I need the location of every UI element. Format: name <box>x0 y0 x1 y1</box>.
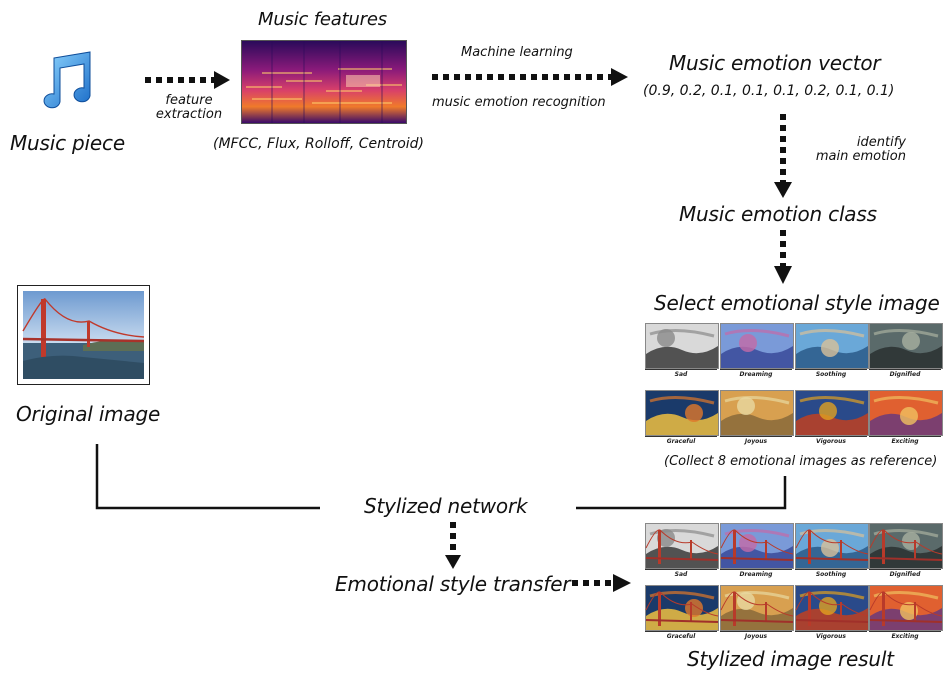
style-caption-sad: Sad <box>674 371 688 378</box>
style-thumb-exciting <box>869 390 943 436</box>
arrowhead-identify <box>774 182 792 198</box>
arrowhead-transfer <box>613 574 631 592</box>
identify-line1: identify <box>856 135 906 150</box>
style-caption-vigorous: Vigorous <box>816 438 846 445</box>
result-thumb-soothing <box>795 523 869 569</box>
result-caption-joyous: Joyous <box>744 633 768 640</box>
result-caption-sad: Sad <box>674 571 688 578</box>
music-emotion-recognition-label: music emotion recognition <box>432 95 606 110</box>
arrowhead-feature <box>214 71 230 89</box>
result-caption-exciting: Exciting <box>891 633 919 640</box>
style-thumb-soothing <box>795 323 869 369</box>
style-caption-soothing: Soothing <box>815 371 847 378</box>
result-caption-graceful: Graceful <box>666 633 696 640</box>
original-image-frame <box>17 285 150 385</box>
collect-note-label: (Collect 8 emotional images as reference… <box>664 454 938 469</box>
thumb-underline <box>645 436 717 437</box>
style-thumb-dreaming <box>720 323 794 369</box>
connector-style <box>576 476 787 510</box>
golden-gate-photo <box>22 291 145 379</box>
thumb-underline <box>795 369 867 370</box>
style-caption-exciting: Exciting <box>891 438 919 445</box>
result-thumb-exciting <box>869 585 943 631</box>
thumb-underline <box>869 569 941 570</box>
music-emotion-class-label: Music emotion class <box>679 202 877 226</box>
stylized-network-label: Stylized network <box>364 494 528 518</box>
result-thumb-vigorous <box>795 585 869 631</box>
style-caption-dreaming: Dreaming <box>739 371 773 378</box>
result-caption-dignified: Dignified <box>889 571 921 578</box>
connector-original <box>95 444 320 510</box>
thumb-underline <box>645 631 717 632</box>
style-caption-dignified: Dignified <box>889 371 921 378</box>
feature-extraction-line1: feature <box>165 93 213 108</box>
identify-main-emotion-label: identify main emotion <box>806 135 906 165</box>
music-piece-label: Music piece <box>10 131 125 155</box>
thumb-underline <box>645 369 717 370</box>
thumb-underline <box>795 631 867 632</box>
thumb-underline <box>720 631 792 632</box>
result-thumb-joyous <box>720 585 794 631</box>
arrowhead-ml <box>611 68 628 86</box>
music-emotion-vector-label: Music emotion vector <box>669 51 881 75</box>
result-thumb-dreaming <box>720 523 794 569</box>
feature-list-label: (MFCC, Flux, Rolloff, Centroid) <box>213 136 424 152</box>
machine-learning-label: Machine learning <box>461 45 573 60</box>
thumb-underline <box>869 631 941 632</box>
thumb-underline <box>795 569 867 570</box>
result-caption-dreaming: Dreaming <box>739 571 773 578</box>
thumb-underline <box>869 369 941 370</box>
style-caption-graceful: Graceful <box>666 438 696 445</box>
spectrogram-image <box>241 40 407 124</box>
thumb-underline <box>720 436 792 437</box>
style-thumb-graceful <box>645 390 719 436</box>
style-caption-joyous: Joyous <box>744 438 768 445</box>
result-caption-soothing: Soothing <box>815 571 847 578</box>
result-thumb-sad <box>645 523 719 569</box>
thumb-underline <box>795 436 867 437</box>
identify-line2: main emotion <box>815 149 906 165</box>
music-note-icon <box>36 50 98 112</box>
music-features-label: Music features <box>258 9 387 30</box>
result-thumb-graceful <box>645 585 719 631</box>
thumb-underline <box>645 569 717 570</box>
result-caption-vigorous: Vigorous <box>816 633 846 640</box>
select-style-image-label: Select emotional style image <box>654 291 940 315</box>
thumb-underline <box>720 369 792 370</box>
feature-extraction-label: feature extraction <box>154 93 224 123</box>
original-image-label: Original image <box>16 402 161 426</box>
feature-extraction-line2: extraction <box>155 107 223 123</box>
thumb-underline <box>720 569 792 570</box>
stylized-image-result-label: Stylized image result <box>687 647 894 671</box>
emotion-vector-values: (0.9, 0.2, 0.1, 0.1, 0.1, 0.2, 0.1, 0.1) <box>643 83 895 99</box>
style-thumb-sad <box>645 323 719 369</box>
style-thumb-vigorous <box>795 390 869 436</box>
style-thumb-dignified <box>869 323 943 369</box>
result-thumb-dignified <box>869 523 943 569</box>
arrowhead-class <box>774 266 792 284</box>
thumb-underline <box>869 436 941 437</box>
emotional-style-transfer-label: Emotional style transfer <box>335 572 571 596</box>
style-thumb-joyous <box>720 390 794 436</box>
arrowhead-network <box>445 555 461 569</box>
